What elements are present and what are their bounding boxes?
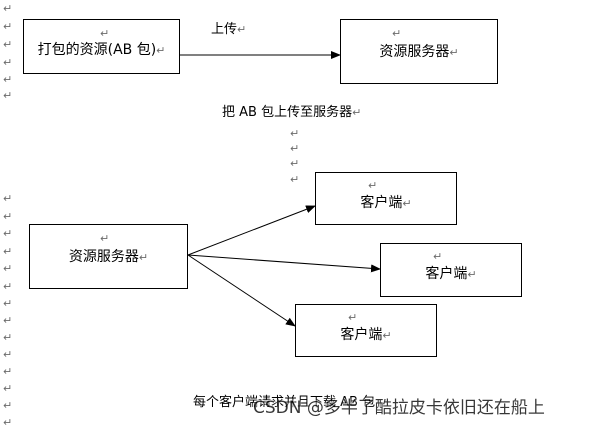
packaged-resources-box: ↵ 打包的资源(AB 包)↵ [23,19,180,74]
paragraph-mark: ↵ [3,297,13,310]
paragraph-mark: ↵ [3,314,13,327]
paragraph-mark: ↵ [3,348,13,361]
paragraph-mark: ↵ [3,89,13,102]
client-label-1: 客户端 [360,195,403,211]
download-caption-text: 每个客户端请求并且下载 AB 包 [193,395,376,410]
packaged-resources-label: 打包的资源(AB 包) [37,42,157,58]
download-caption: 每个客户端请求并且下载 AB 包 [193,395,375,411]
arrow-to-client-1 [187,205,316,256]
paragraph-mark: ↵ [100,27,110,40]
paragraph-mark: ↵ [3,38,13,51]
paragraph-mark: ↵ [290,157,300,170]
paragraph-mark: ↵ [3,73,13,86]
paragraph-mark: ↵ [348,311,358,324]
client-label-3: 客户端 [340,327,383,343]
paragraph-mark: ↵ [3,227,13,240]
arrow-to-client-2 [187,254,381,273]
client-box-1: ↵ 客户端↵ [315,172,457,225]
paragraph-mark: ↵ [290,127,300,140]
paragraph-mark: ↵ [3,56,13,69]
paragraph-mark: ↵ [3,2,13,15]
paragraph-mark: ↵ [3,365,13,378]
resource-server-bottom-label: 资源服务器 [68,249,139,265]
resource-server-top-label: 资源服务器 [379,44,450,60]
paragraph-mark: ↵ [3,210,13,223]
paragraph-mark: ↵ [392,27,402,40]
paragraph-mark: ↵ [3,399,13,412]
upload-label: 上传↵ [211,22,246,38]
paragraph-mark: ↵ [290,173,300,186]
paragraph-mark: ↵ [3,262,13,275]
paragraph-mark: ↵ [237,23,247,36]
paragraph-mark: ↵ [382,329,392,342]
paragraph-mark: ↵ [368,179,378,192]
paragraph-mark: ↵ [3,245,13,258]
paragraph-mark: ↵ [3,192,13,205]
client-label-2: 客户端 [425,266,468,282]
paragraph-mark: ↵ [433,250,443,263]
csdn-watermark: CSDN @多半了酷拉皮卡依旧还在船上 [253,398,545,418]
paragraph-mark: ↵ [156,44,166,57]
resource-server-bottom-box: ↵ 资源服务器↵ [29,224,188,289]
paragraph-mark: ↵ [402,197,412,210]
paragraph-mark: ↵ [100,232,110,245]
paragraph-mark: ↵ [290,142,300,155]
upload-label-text: 上传 [211,22,238,37]
arrow-to-client-3 [187,254,296,327]
paragraph-mark: ↵ [3,20,13,33]
paragraph-mark: ↵ [449,46,459,59]
paragraph-mark: ↵ [467,268,477,281]
paragraph-mark: ↵ [3,382,13,395]
upload-caption: 把 AB 包上传至服务器↵ [222,105,361,121]
upload-caption-text: 把 AB 包上传至服务器 [222,105,353,120]
resource-server-top-box: ↵ 资源服务器↵ [340,19,498,84]
paragraph-mark: ↵ [3,331,13,344]
paragraph-mark: ↵ [138,251,149,264]
paragraph-mark: ↵ [352,106,362,119]
paragraph-mark: ↵ [3,280,13,293]
client-box-2: ↵ 客户端↵ [380,243,522,297]
paragraph-mark: ↵ [3,416,13,429]
client-box-3: ↵ 客户端↵ [295,304,437,357]
